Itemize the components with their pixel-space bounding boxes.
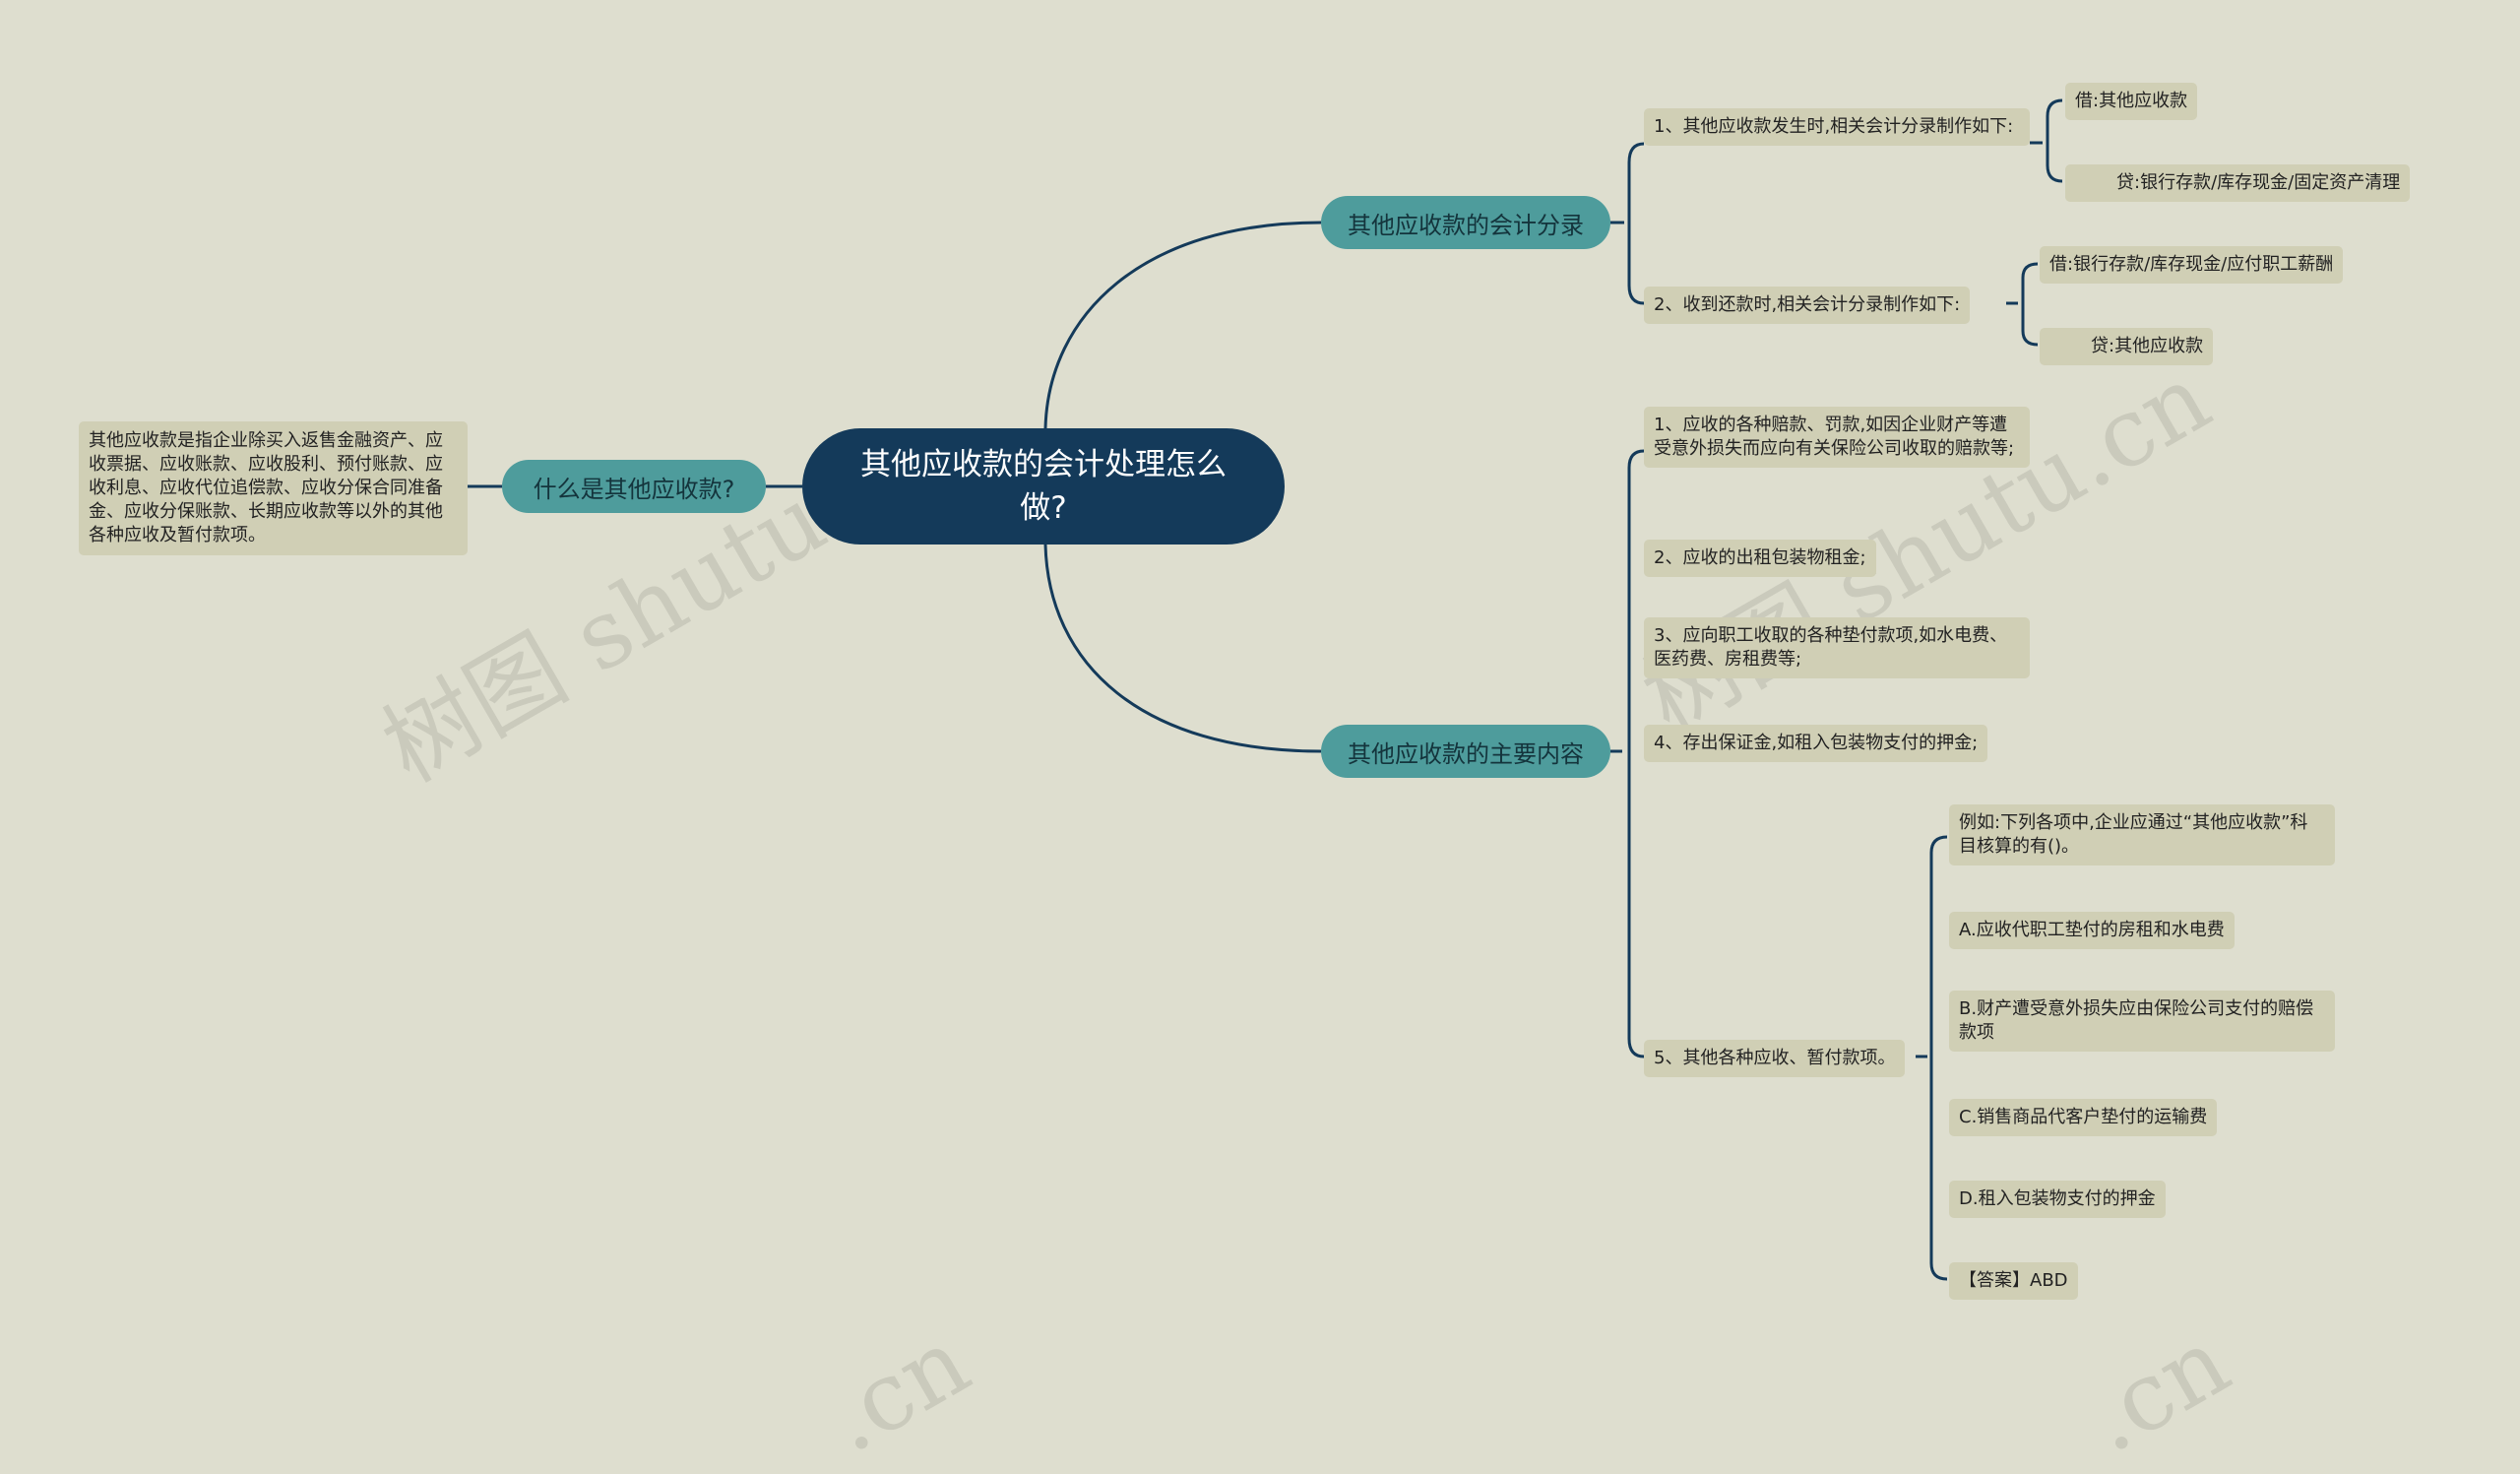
definition-note[interactable]: 其他应收款是指企业除买入返售金融资产、应收票据、应收账款、应收股利、预付账款、应… xyxy=(79,421,468,555)
contents-item-1[interactable]: 1、应收的各种赔款、罚款,如因企业财产等遭受意外损失而应向有关保险公司收取的赔款… xyxy=(1644,407,2030,468)
example-option-c[interactable]: C.销售商品代客户垫付的运输费 xyxy=(1949,1099,2218,1136)
connector-lines xyxy=(468,98,2063,1281)
contents-item-3[interactable]: 3、应向职工收取的各种垫付款项,如水电费、医药费、房租费等; xyxy=(1644,617,2030,678)
example-question[interactable]: 例如:下列各项中,企业应通过“其他应收款”科目核算的有()。 xyxy=(1949,804,2335,865)
example-option-a[interactable]: A.应收代职工垫付的房租和水电费 xyxy=(1949,912,2235,949)
entries-item-2-credit[interactable]: 贷:其他应收款 xyxy=(2040,328,2214,365)
entries-item-2-debit[interactable]: 借:银行存款/库存现金/应付职工薪酬 xyxy=(2040,246,2344,284)
example-option-b[interactable]: B.财产遭受意外损失应由保险公司支付的赔偿款项 xyxy=(1949,991,2335,1052)
contents-item-4[interactable]: 4、存出保证金,如租入包装物支付的押金; xyxy=(1644,725,1988,762)
contents-item-5[interactable]: 5、其他各种应收、暂付款项。 xyxy=(1644,1040,1906,1077)
connector-entries-item2-brace xyxy=(2006,262,2039,347)
mind-map-canvas: 树图 shutu.cn 树图 shutu.cn .cn .cn 其他应收款的会计… xyxy=(79,83,2411,1474)
contents-item-2[interactable]: 2、应收的出租包装物租金; xyxy=(1644,540,1876,577)
connector-contents-item5-brace xyxy=(1916,835,1948,1281)
branch-accounting-entries[interactable]: 其他应收款的会计分录 xyxy=(1321,196,1610,249)
connector-entries-item1-brace xyxy=(2030,98,2063,183)
connector-root-entries xyxy=(1043,221,1322,429)
entries-item-2[interactable]: 2、收到还款时,相关会计分录制作如下: xyxy=(1644,287,1971,324)
entries-item-1-credit[interactable]: 贷:银行存款/库存现金/固定资产清理 xyxy=(2065,164,2411,202)
example-answer[interactable]: 【答案】ABD xyxy=(1949,1262,2078,1300)
entries-item-1-debit[interactable]: 借:其他应收款 xyxy=(2065,83,2198,120)
connector-entries-brace xyxy=(1610,142,1645,305)
root-topic[interactable]: 其他应收款的会计处理怎么做? xyxy=(802,428,1285,545)
connector-contents-brace xyxy=(1610,449,1645,1058)
connector-root-contents xyxy=(1043,544,1322,753)
example-option-d[interactable]: D.租入包装物支付的押金 xyxy=(1949,1181,2166,1218)
entries-item-1[interactable]: 1、其他应收款发生时,相关会计分录制作如下: xyxy=(1644,108,2030,146)
branch-main-contents[interactable]: 其他应收款的主要内容 xyxy=(1321,725,1610,778)
branch-what-is[interactable]: 什么是其他应收款? xyxy=(502,460,766,513)
